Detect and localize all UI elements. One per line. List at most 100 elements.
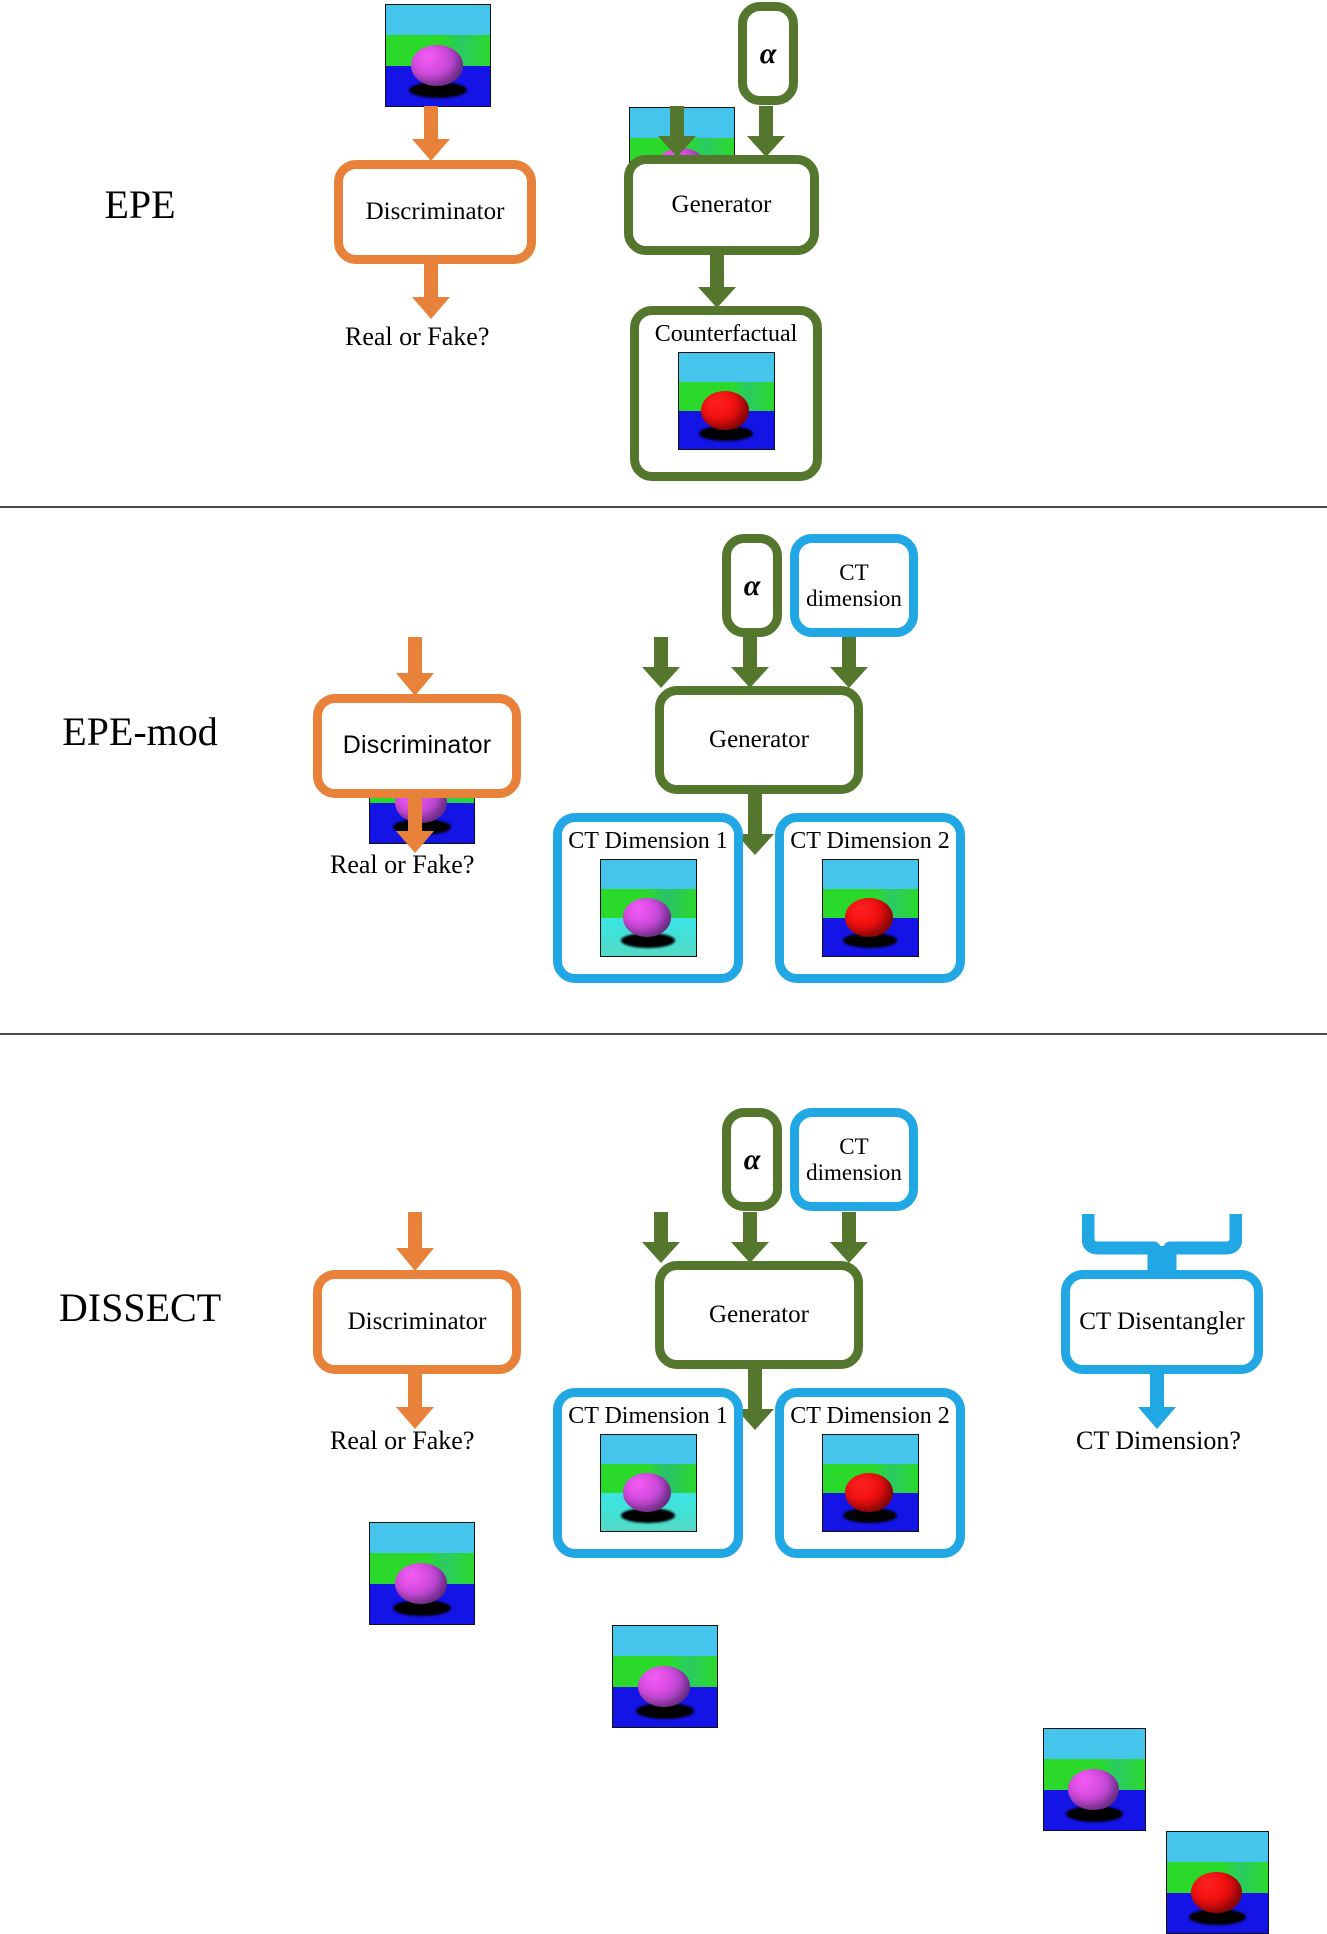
- scene-sphere: [410, 45, 463, 86]
- scene-sphere: [623, 898, 671, 937]
- dissect-ct-dimension-2-box[interactable]: CT Dimension 2: [775, 1388, 965, 1558]
- row-label-epe: EPE: [104, 182, 176, 227]
- scene-shadow: [843, 932, 897, 949]
- epe-generator-label: Generator: [671, 191, 772, 219]
- epemod-discriminator-label: Discriminator: [342, 731, 492, 760]
- dissect-ct-dim-2-scene: [821, 1434, 919, 1532]
- dissect-ct-dimension-2-caption: CT Dimension 2: [790, 1403, 950, 1429]
- dissect-ct-disentangler-box[interactable]: CT Disentangler: [1061, 1270, 1263, 1374]
- dissect-ct-dimension-1-box[interactable]: CT Dimension 1: [553, 1388, 743, 1558]
- scene-sky: [370, 1523, 474, 1554]
- epemod-alpha-box[interactable]: α: [722, 534, 782, 637]
- arrow-ct-dimension-to-generator: [830, 637, 868, 688]
- ct-dim-2-pic-slot: [821, 1434, 919, 1532]
- epemod-real-or-fake-text: Real or Fake?: [330, 850, 475, 879]
- ct-dim-2-pic-slot: [821, 859, 919, 957]
- row-label-epe-mod: EPE-mod: [62, 709, 218, 754]
- epemod-discriminator-box[interactable]: Discriminator: [313, 694, 521, 798]
- arrow-scene-to-generator: [658, 106, 696, 157]
- dissect-alpha-label: α: [743, 1143, 761, 1176]
- arrow-generator-to-ct-dimensions: [736, 794, 774, 855]
- arrow-input-to-discriminator: [396, 637, 434, 696]
- dissect-discriminator-label: Discriminator: [347, 1308, 487, 1336]
- epe-counterfactual-box[interactable]: Counterfactual: [630, 306, 822, 481]
- arrow-ct-dimension-to-generator: [830, 1212, 868, 1263]
- row-divider-1: [0, 506, 1327, 508]
- dissect-generator-input-scene: [612, 1625, 718, 1728]
- epemod-ct-dim-1-scene: [599, 859, 697, 957]
- scene-shadow: [621, 932, 675, 949]
- epemod-generator-box[interactable]: Generator: [655, 686, 863, 794]
- dissect-ct-dimension-question-text: CT Dimension?: [1076, 1426, 1241, 1455]
- scene-sphere: [1068, 1769, 1119, 1810]
- arrow-generator-to-counterfactual: [698, 255, 736, 308]
- epe-counterfactual-caption: Counterfactual: [654, 321, 798, 347]
- scene-sphere: [623, 1473, 671, 1512]
- arrow-discriminator-to-verdict: [412, 264, 450, 319]
- ct-dim-1-pic-slot: [599, 859, 697, 957]
- arrow-generator-to-ct-dimensions: [736, 1369, 774, 1430]
- dissect-ct-dimension-input-box[interactable]: CT dimension: [790, 1108, 918, 1211]
- dissect-ct-dimension-1-caption: CT Dimension 1: [568, 1403, 728, 1429]
- arrow-input-to-discriminator: [412, 106, 450, 161]
- arrow-disentangler-to-output: [1138, 1374, 1176, 1429]
- row-label-dissect: DISSECT: [58, 1285, 222, 1330]
- epemod-ct-dimension-input-line2: dimension: [806, 585, 902, 611]
- epe-alpha-label: α: [759, 37, 777, 70]
- dissect-real-or-fake-text: Real or Fake?: [330, 1426, 475, 1455]
- scene-sky: [613, 1626, 717, 1657]
- epemod-ct-dim-2-scene: [821, 859, 919, 957]
- dissect-disentangler-input-scene-b: [1166, 1831, 1269, 1934]
- arrow-scene-to-generator: [642, 637, 680, 688]
- arrow-input-to-discriminator: [396, 1212, 434, 1271]
- epemod-ct-dimension-input-line1: CT: [839, 560, 869, 586]
- scene-shadow: [621, 1507, 675, 1524]
- scene-sky: [386, 5, 490, 36]
- scene-sky: [1167, 1832, 1268, 1863]
- dissect-ct-disentangler-label: CT Disentangler: [1079, 1308, 1245, 1336]
- scene-sphere: [1191, 1872, 1242, 1913]
- arrow-discriminator-to-verdict: [396, 1374, 434, 1429]
- scene-sphere: [637, 1666, 690, 1707]
- dissect-discriminator-box[interactable]: Discriminator: [313, 1270, 521, 1374]
- dissect-ct-dimension-input-line2: dimension: [806, 1159, 902, 1185]
- row-divider-2: [0, 1033, 1327, 1035]
- epemod-generator-label: Generator: [709, 726, 809, 754]
- scene-sky: [600, 1435, 696, 1464]
- dissect-ct-dimension-input-line1: CT: [839, 1134, 869, 1160]
- epemod-ct-dimension-input-box[interactable]: CT dimension: [790, 534, 918, 637]
- scene-sphere: [701, 391, 749, 430]
- epe-counterfactual-scene: [677, 352, 775, 450]
- arrow-alpha-to-generator: [731, 637, 769, 688]
- epe-generator-box[interactable]: Generator: [624, 155, 819, 255]
- epe-alpha-box[interactable]: α: [738, 2, 798, 105]
- dissect-alpha-box[interactable]: α: [722, 1108, 782, 1211]
- scene-sphere: [845, 1473, 893, 1512]
- epe-input-scene: [385, 4, 491, 107]
- ct-dim-1-pic-slot: [599, 1434, 697, 1532]
- scene-sky: [822, 860, 918, 889]
- epe-discriminator-box[interactable]: Discriminator: [334, 160, 536, 264]
- epemod-alpha-label: α: [743, 569, 761, 602]
- arrow-alpha-to-generator: [731, 1212, 769, 1263]
- scene-sphere: [845, 898, 893, 937]
- scene-sphere: [394, 1563, 447, 1604]
- dissect-ct-dim-1-scene: [599, 1434, 697, 1532]
- arrow-alpha-to-generator: [747, 106, 785, 157]
- brace-scenes-to-disentangler: [1082, 1214, 1242, 1274]
- scene-sky: [678, 353, 774, 382]
- scene-shadow: [699, 425, 753, 442]
- epemod-ct-dimension-1-caption: CT Dimension 1: [568, 828, 728, 854]
- epemod-ct-dimension-1-box[interactable]: CT Dimension 1: [553, 813, 743, 983]
- epe-real-or-fake-text: Real or Fake?: [345, 322, 490, 351]
- epe-discriminator-label: Discriminator: [365, 198, 505, 226]
- scene-shadow: [843, 1507, 897, 1524]
- arrow-discriminator-to-verdict: [396, 798, 434, 853]
- arrow-scene-to-generator: [642, 1212, 680, 1263]
- scene-sky: [600, 860, 696, 889]
- counterfactual-pic-slot: [677, 352, 775, 450]
- dissect-generator-box[interactable]: Generator: [655, 1261, 863, 1369]
- epemod-ct-dimension-2-box[interactable]: CT Dimension 2: [775, 813, 965, 983]
- scene-sky: [1044, 1729, 1145, 1760]
